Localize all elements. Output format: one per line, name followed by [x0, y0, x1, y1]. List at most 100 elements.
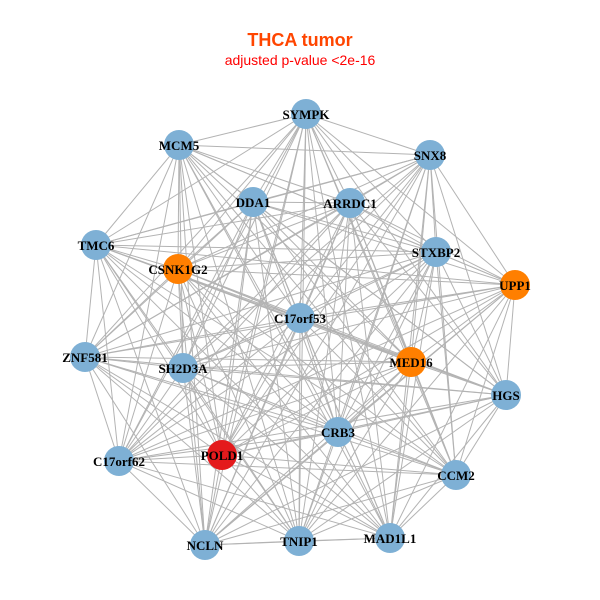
- edge-SH2D3A-POLD1: [182, 367, 223, 456]
- edge-HGS-NCLN: [204, 394, 507, 546]
- edge-HGS-C17orf62: [118, 394, 507, 462]
- node-DDA1: [238, 187, 268, 217]
- edge-STXBP2-POLD1: [221, 251, 437, 456]
- edge-ARRDC1-CRB3: [337, 202, 351, 433]
- node-ARRDC1: [335, 188, 365, 218]
- figure-title: THCA tumor: [247, 30, 353, 50]
- node-UPP1: [500, 270, 530, 300]
- node-label: HGS: [492, 388, 519, 403]
- node-label: MED16: [389, 355, 433, 370]
- node-label: UPP1: [499, 278, 531, 293]
- edge-ARRDC1-CSNK1G2: [177, 202, 351, 270]
- node-label: TMC6: [78, 238, 115, 253]
- edge-MED16-POLD1: [221, 361, 412, 456]
- edge-STXBP2-C17orf62: [118, 251, 437, 462]
- edge-SYMPK-MCM5: [178, 113, 307, 146]
- node-label: CSNK1G2: [148, 262, 207, 277]
- edge-CSNK1G2-ZNF581: [84, 268, 179, 358]
- node-label: ARRDC1: [323, 196, 376, 211]
- edge-MCM5-SNX8: [178, 144, 431, 156]
- edge-ZNF581-CCM2: [84, 356, 457, 476]
- edge-CSNK1G2-POLD1: [177, 268, 223, 456]
- node-label: C17orf53: [274, 311, 326, 326]
- edge-SH2D3A-CRB3: [182, 367, 339, 433]
- edge-SYMPK-ARRDC1: [305, 113, 351, 204]
- node-C17orf62: [104, 446, 134, 476]
- edge-C17orf62-MAD1L1: [118, 460, 391, 539]
- node-label: DDA1: [236, 195, 271, 210]
- edge-CSNK1G2-HGS: [177, 268, 507, 396]
- edge-STXBP2-ZNF581: [84, 251, 437, 358]
- node-label: MAD1L1: [364, 531, 417, 546]
- edge-ZNF581-MED16: [84, 356, 412, 363]
- edge-ARRDC1-SH2D3A: [182, 202, 351, 369]
- edge-MCM5-C17orf53: [178, 144, 301, 319]
- edge-TMC6-STXBP2: [95, 244, 437, 253]
- edge-STXBP2-TNIP1: [298, 251, 437, 542]
- edge-CCM2-TNIP1: [298, 474, 457, 542]
- node-TNIP1: [284, 526, 314, 556]
- edge-C17orf62-CCM2: [118, 460, 457, 476]
- node-label: NCLN: [187, 538, 224, 553]
- edge-ARRDC1-TNIP1: [298, 202, 351, 542]
- edge-POLD1-NCLN: [204, 454, 223, 546]
- edge-SNX8-UPP1: [429, 154, 516, 286]
- edge-UPP1-CCM2: [455, 284, 516, 476]
- edge-DDA1-HGS: [252, 201, 507, 396]
- edge-UPP1-HGS: [505, 284, 516, 396]
- edge-SH2D3A-TNIP1: [182, 367, 300, 542]
- edge-CSNK1G2-TNIP1: [177, 268, 300, 542]
- edge-ZNF581-POLD1: [84, 356, 223, 456]
- edge-POLD1-MAD1L1: [221, 454, 391, 539]
- edge-SYMPK-HGS: [305, 113, 507, 396]
- edge-TMC6-ZNF581: [84, 244, 97, 358]
- edge-SNX8-SH2D3A: [182, 154, 431, 369]
- edge-MCM5-TMC6: [95, 144, 180, 246]
- node-label: C17orf62: [93, 454, 145, 469]
- edge-C17orf62-NCLN: [118, 460, 206, 546]
- node-CRB3: [323, 417, 353, 447]
- edge-STXBP2-C17orf53: [299, 251, 437, 319]
- node-SH2D3A: [168, 353, 198, 383]
- edge-C17orf53-NCLN: [204, 317, 301, 546]
- node-label: CRB3: [321, 425, 355, 440]
- node-TMC6: [81, 230, 111, 260]
- edge-MCM5-NCLN: [178, 144, 206, 546]
- edge-UPP1-SH2D3A: [182, 284, 516, 369]
- node-label: STXBP2: [412, 245, 460, 260]
- edge-MCM5-ZNF581: [84, 144, 180, 358]
- edge-POLD1-C17orf62: [118, 454, 223, 462]
- edge-CSNK1G2-UPP1: [177, 268, 516, 286]
- edge-MED16-HGS: [410, 361, 507, 396]
- edge-STXBP2-MED16: [410, 251, 437, 363]
- edge-SYMPK-CCM2: [305, 113, 457, 476]
- node-MCM5: [164, 130, 194, 160]
- edge-UPP1-MED16: [410, 284, 516, 363]
- edge-ZNF581-C17orf62: [84, 356, 120, 462]
- edge-UPP1-TNIP1: [298, 284, 516, 542]
- node-label: CCM2: [437, 468, 475, 483]
- edge-SNX8-NCLN: [204, 154, 431, 546]
- edge-ZNF581-NCLN: [84, 356, 206, 546]
- edge-DDA1-TMC6: [95, 201, 254, 246]
- edge-MCM5-CSNK1G2: [177, 144, 180, 270]
- edge-TMC6-POLD1: [95, 244, 223, 456]
- edge-DDA1-UPP1: [252, 201, 516, 286]
- edge-STXBP2-CCM2: [435, 251, 457, 476]
- node-CCM2: [441, 460, 471, 490]
- edge-ARRDC1-ZNF581: [84, 202, 351, 358]
- edge-DDA1-MED16: [252, 201, 412, 363]
- node-NCLN: [190, 530, 220, 560]
- edge-DDA1-STXBP2: [252, 201, 437, 253]
- edge-CCM2-MAD1L1: [389, 474, 457, 539]
- figure-subtitle: adjusted p-value <2e-16: [224, 52, 376, 68]
- edge-SYMPK-CSNK1G2: [177, 113, 307, 270]
- node-label: TNIP1: [280, 534, 318, 549]
- edge-UPP1-POLD1: [221, 284, 516, 456]
- edge-C17orf53-CRB3: [299, 317, 339, 433]
- edge-SH2D3A-HGS: [182, 367, 507, 396]
- edge-MED16-MAD1L1: [389, 361, 412, 539]
- edge-HGS-CCM2: [455, 394, 507, 476]
